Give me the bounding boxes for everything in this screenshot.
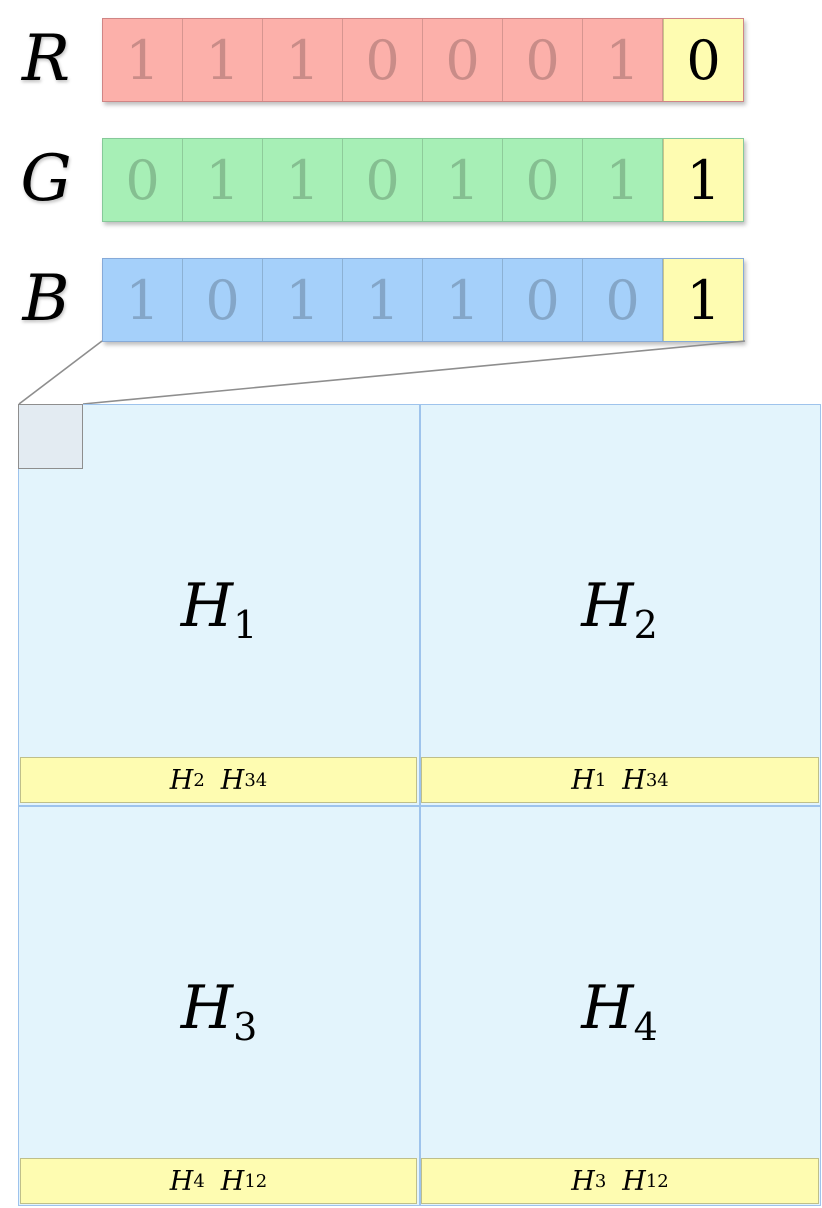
bit-cell: 0 [343,139,423,221]
bit-cell: 1 [103,19,183,101]
bit-cell: 1 [263,139,343,221]
highlighted-pixel [18,404,83,469]
connector-line-right [82,340,746,405]
quadrant-label: H2 [581,571,658,647]
bit-cell: 0 [343,19,423,101]
bit-cell: 1 [423,259,503,341]
bit-cell: 0 [503,259,583,341]
quadrant-label: H1 [180,571,258,647]
channel-letter-r: R [21,22,71,96]
bit-cell: 0 [103,139,183,221]
bit-cell: 0 [503,19,583,101]
lsb-cell: 0 [663,19,743,101]
bit-cell: 1 [263,259,343,341]
bit-cell: 1 [183,139,263,221]
bit-cell: 1 [103,259,183,341]
bit-cell: 1 [423,139,503,221]
bit-cell: 0 [583,259,663,341]
bit-cell: 1 [183,19,263,101]
bit-cell: 0 [503,139,583,221]
bit-cell: 1 [583,139,663,221]
bit-row-b: 1 0 1 1 1 0 0 1 [102,258,744,342]
horizontal-divider [19,805,820,807]
bit-cell: 0 [423,19,503,101]
bit-row-g: 0 1 1 0 1 0 1 1 [102,138,744,222]
bit-row-r: 1 1 1 0 0 0 1 0 [102,18,744,102]
quadrant-label: H3 [180,973,258,1049]
lsb-cell: 1 [663,259,743,341]
bit-cell: 1 [263,19,343,101]
bit-cell: 0 [183,259,263,341]
channel-letter-g: G [20,142,72,216]
connector-line-left [18,340,103,405]
quadrant-label: H4 [581,973,658,1049]
channel-letter-b: B [22,262,70,336]
bit-cell: 1 [343,259,423,341]
lsb-cell: 1 [663,139,743,221]
bit-cell: 1 [583,19,663,101]
